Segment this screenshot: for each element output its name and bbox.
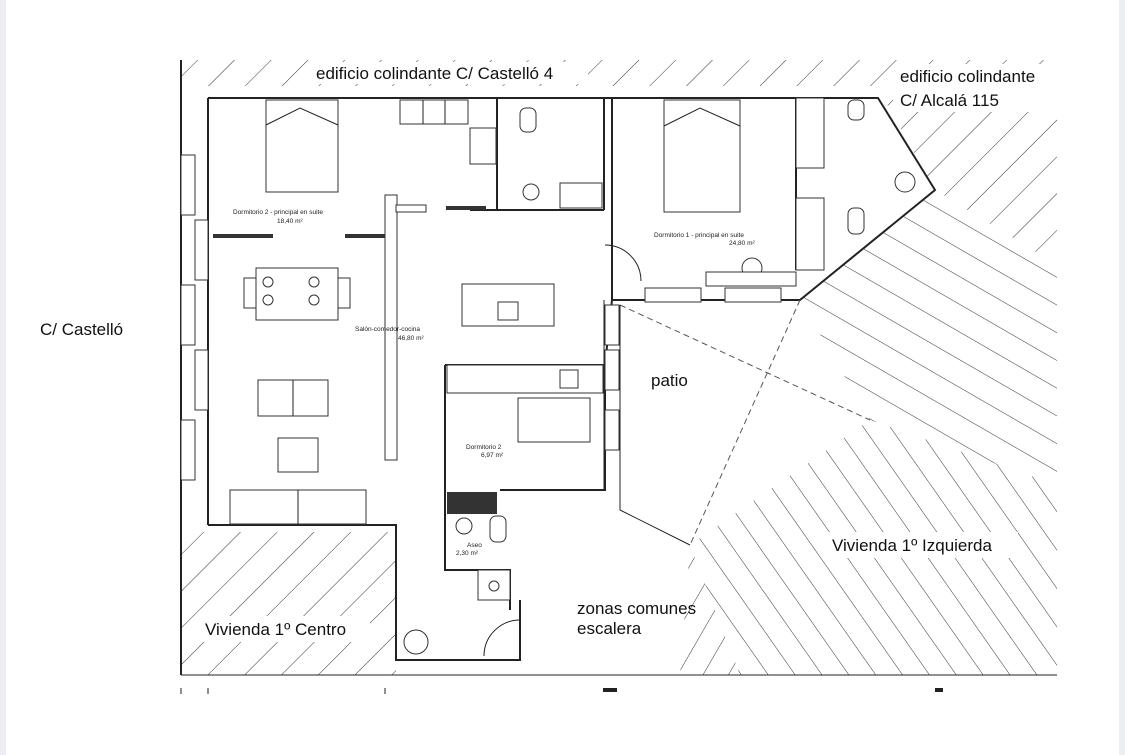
ne-neighbor-label-2: C/ Alcalá 115: [900, 91, 999, 110]
right-hatch-corner: [680, 545, 740, 675]
room-name-dorm-principal: Dormitorio 2 - principal en suite: [233, 209, 323, 216]
vivienda-centro-label: Vivienda 1º Centro: [205, 620, 346, 639]
room-name-aseo: Aseo: [467, 542, 482, 549]
patio-windows: [604, 287, 782, 451]
zonas-comunes-label-1: zonas comunes: [577, 599, 696, 618]
frame-left-border: [0, 0, 6, 755]
street-windows: [180, 154, 209, 481]
room-name-salon: Salón-comedor-cocina: [355, 326, 420, 333]
room-area-dorm-principal: 18,40 m²: [277, 218, 303, 225]
ne-neighbor-label-1: edificio colindante: [900, 67, 1035, 86]
beds: [265, 99, 741, 443]
wardrobes: [399, 97, 825, 271]
room-area-dorm2: 6,97 m²: [481, 452, 504, 459]
bathroom-fixtures: [447, 99, 916, 601]
room-name-dorm1: Dormitorio 1 - principal en suite: [654, 232, 744, 239]
north-neighbor-label: edificio colindante C/ Castelló 4: [316, 64, 553, 83]
room-name-dorm2: Dormitorio 2: [466, 444, 502, 451]
frame-right-border: [1119, 0, 1125, 755]
right-hatch-upper: [800, 190, 1057, 485]
vivienda-izquierda-label: Vivienda 1º Izquierda: [832, 536, 992, 555]
room-area-dorm1: 24,80 m²: [729, 240, 755, 247]
scale-marks: [180, 688, 943, 694]
doors: [213, 206, 642, 657]
patio-label: patio: [651, 371, 688, 390]
room-area-salon: 46,80 m²: [398, 335, 424, 342]
room-area-aseo: 2,30 m²: [456, 550, 479, 557]
living-furniture: [229, 267, 604, 655]
patio-lines: [619, 299, 871, 546]
centro-hatch: [181, 532, 396, 675]
street-label: C/ Castelló: [40, 320, 123, 339]
zonas-comunes-label-2: escalera: [577, 619, 642, 638]
